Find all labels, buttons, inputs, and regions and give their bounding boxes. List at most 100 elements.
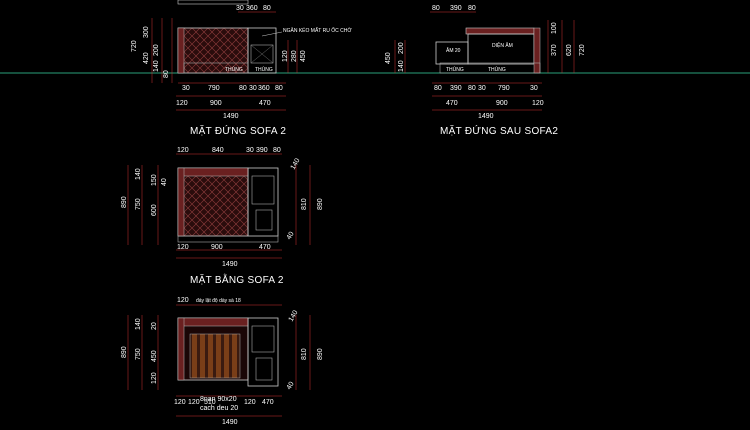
slat-base [189, 333, 241, 379]
back-bot-dim-4: 30 [478, 85, 486, 92]
plan-view: 120 840 30 390 80 890 750 140 600 150 40… [121, 147, 324, 286]
plan-left-dim-4: 600 [151, 204, 158, 216]
plan-top-dim-1: 120 [177, 147, 189, 154]
plan-left-dim-2: 750 [135, 198, 142, 210]
struct-top-note: đáy lật độ dày sà 18 [196, 298, 241, 304]
front-top-dim-3: 80 [263, 5, 271, 12]
plan-left-dim-3: 140 [135, 168, 142, 180]
back-total-dim: 1490 [478, 113, 494, 120]
back-thung-2: THÙNG [488, 66, 506, 73]
side-cabinet [247, 27, 277, 74]
plan-top-dim-4: 390 [256, 147, 268, 154]
front-bot-dim-4: 30 [249, 85, 257, 92]
plan-top-dim-2: 840 [212, 147, 224, 154]
plan-right-dim-1: 140 [290, 157, 302, 171]
back-left-dim-1: 450 [385, 52, 392, 64]
back-bot2-dim-3: 120 [532, 100, 544, 107]
front-left-dim-1: 720 [131, 40, 138, 52]
back-bot-dim-1: 80 [434, 85, 442, 92]
struct-right-dim-4: 40 [286, 381, 296, 391]
struct-bot-dim-4: 120 [244, 399, 256, 406]
plan-right-dim-3: 890 [317, 198, 324, 210]
front-right-dim-1: 120 [282, 50, 289, 62]
back-title: MẶT ĐỨNG SAU SOFA2 [440, 124, 558, 137]
back-top-rail [465, 27, 535, 35]
struct-note-1: 8nan 90x20 [200, 396, 237, 403]
struct-right-dim-1: 140 [288, 309, 300, 323]
plan-title: MẶT BẰNG SOFA 2 [190, 273, 284, 286]
plan-bot-dim-3: 470 [259, 244, 271, 251]
back-bot-dim-6: 30 [530, 85, 538, 92]
struct-top-dim-1: 120 [177, 297, 189, 304]
front-left-dim-6: 80 [163, 70, 170, 78]
back-bot2-dim-1: 470 [446, 100, 458, 107]
front-note: NGĂN KÉO MẤT RU ỐC CHỜ [283, 27, 352, 34]
front-left-dim-2: 300 [143, 26, 150, 38]
front-right-dim-2: 280 [291, 50, 298, 62]
back-top-dim-3: 80 [468, 5, 476, 12]
seat-base [183, 62, 249, 74]
back-top-dim-1: 80 [432, 5, 440, 12]
struct-note-2: cach deu 20 [200, 405, 238, 412]
thung-label-2: THÙNG [255, 66, 273, 73]
struct-left-dim-2: 750 [135, 348, 142, 360]
plan-top-dim-5: 80 [273, 147, 281, 154]
back-bot-dim-3: 80 [468, 85, 476, 92]
front-bot-dim-5: 360 [258, 85, 270, 92]
plan-top-dim-3: 30 [246, 147, 254, 154]
plan-left-dim-5: 150 [151, 174, 158, 186]
plan-bot-dim-2: 900 [211, 244, 223, 251]
front-right-dim-3: 450 [300, 50, 307, 62]
struct-left-dim-1: 890 [121, 346, 128, 358]
back-bot-dim-2: 390 [450, 85, 462, 92]
plan-bot-dim-1: 120 [177, 244, 189, 251]
back-elevation: ÂM 20 DIỆN ÂM THÙNG THÙNG 80 390 80 450 … [375, 5, 750, 137]
front-left-dim-3: 420 [143, 52, 150, 64]
back-right-label: DIỆN ÂM [492, 41, 513, 49]
back-right-dim-2: 370 [551, 44, 558, 56]
plan-side-table [247, 167, 279, 237]
plan-left-dim-1: 890 [121, 196, 128, 208]
back-thung-1: THÙNG [446, 66, 464, 73]
back-right-dim-4: 720 [579, 44, 586, 56]
back-top-dim-2: 390 [450, 5, 462, 12]
structure-view: 120 đáy lật độ dày sà 18 890 750 140 450… [121, 297, 324, 426]
struct-bot-dim-3: 510 [204, 399, 216, 406]
front-bot-dim-1: 30 [182, 85, 190, 92]
front-left-dim-5: 140 [153, 60, 160, 72]
struct-bot-dim-5: 470 [262, 399, 274, 406]
back-bot2-dim-2: 900 [496, 100, 508, 107]
struct-left-dim-6: 120 [151, 372, 158, 384]
front-bot2-dim-2: 900 [210, 100, 222, 107]
struct-left-dim-5: 20 [151, 322, 158, 330]
front-bot-dim-6: 80 [275, 85, 283, 92]
plan-total-dim: 1490 [222, 261, 238, 268]
back-left-dim-3: 200 [398, 42, 405, 54]
struct-bot-dim-2: 120 [188, 399, 200, 406]
front-top-dim-2: 360 [246, 5, 258, 12]
plan-left-dim-6: 40 [161, 178, 168, 186]
back-left-label: ÂM 20 [446, 47, 461, 54]
front-bot2-dim-1: 120 [176, 100, 188, 107]
struct-left-dim-3: 140 [135, 318, 142, 330]
struct-left-dim-4: 450 [151, 350, 158, 362]
plan-right-dim-4: 40 [286, 231, 296, 241]
back-bot-dim-5: 790 [498, 85, 510, 92]
armrest-left [177, 27, 185, 74]
struct-right-dim-2: 810 [301, 348, 308, 360]
struct-bot-dim-1: 120 [174, 399, 186, 406]
thung-label-1: THÙNG [225, 66, 243, 73]
back-right-dim-3: 620 [566, 44, 573, 56]
front-total-dim: 1490 [223, 113, 239, 120]
front-elevation: THÙNG THÙNG 30 360 80 NGĂN KÉO MẤT RU ỐC… [0, 0, 375, 137]
front-title: MẶT ĐỨNG SOFA 2 [190, 124, 286, 137]
drawer [250, 44, 274, 64]
back-right-dim-1: 100 [551, 22, 558, 34]
front-bot-dim-2: 790 [208, 85, 220, 92]
back-left-dim-2: 140 [398, 60, 405, 72]
front-bot2-dim-3: 470 [259, 100, 271, 107]
front-left-dim-4: 200 [153, 44, 160, 56]
struct-total-dim: 1490 [222, 419, 238, 426]
front-bot-dim-3: 80 [239, 85, 247, 92]
